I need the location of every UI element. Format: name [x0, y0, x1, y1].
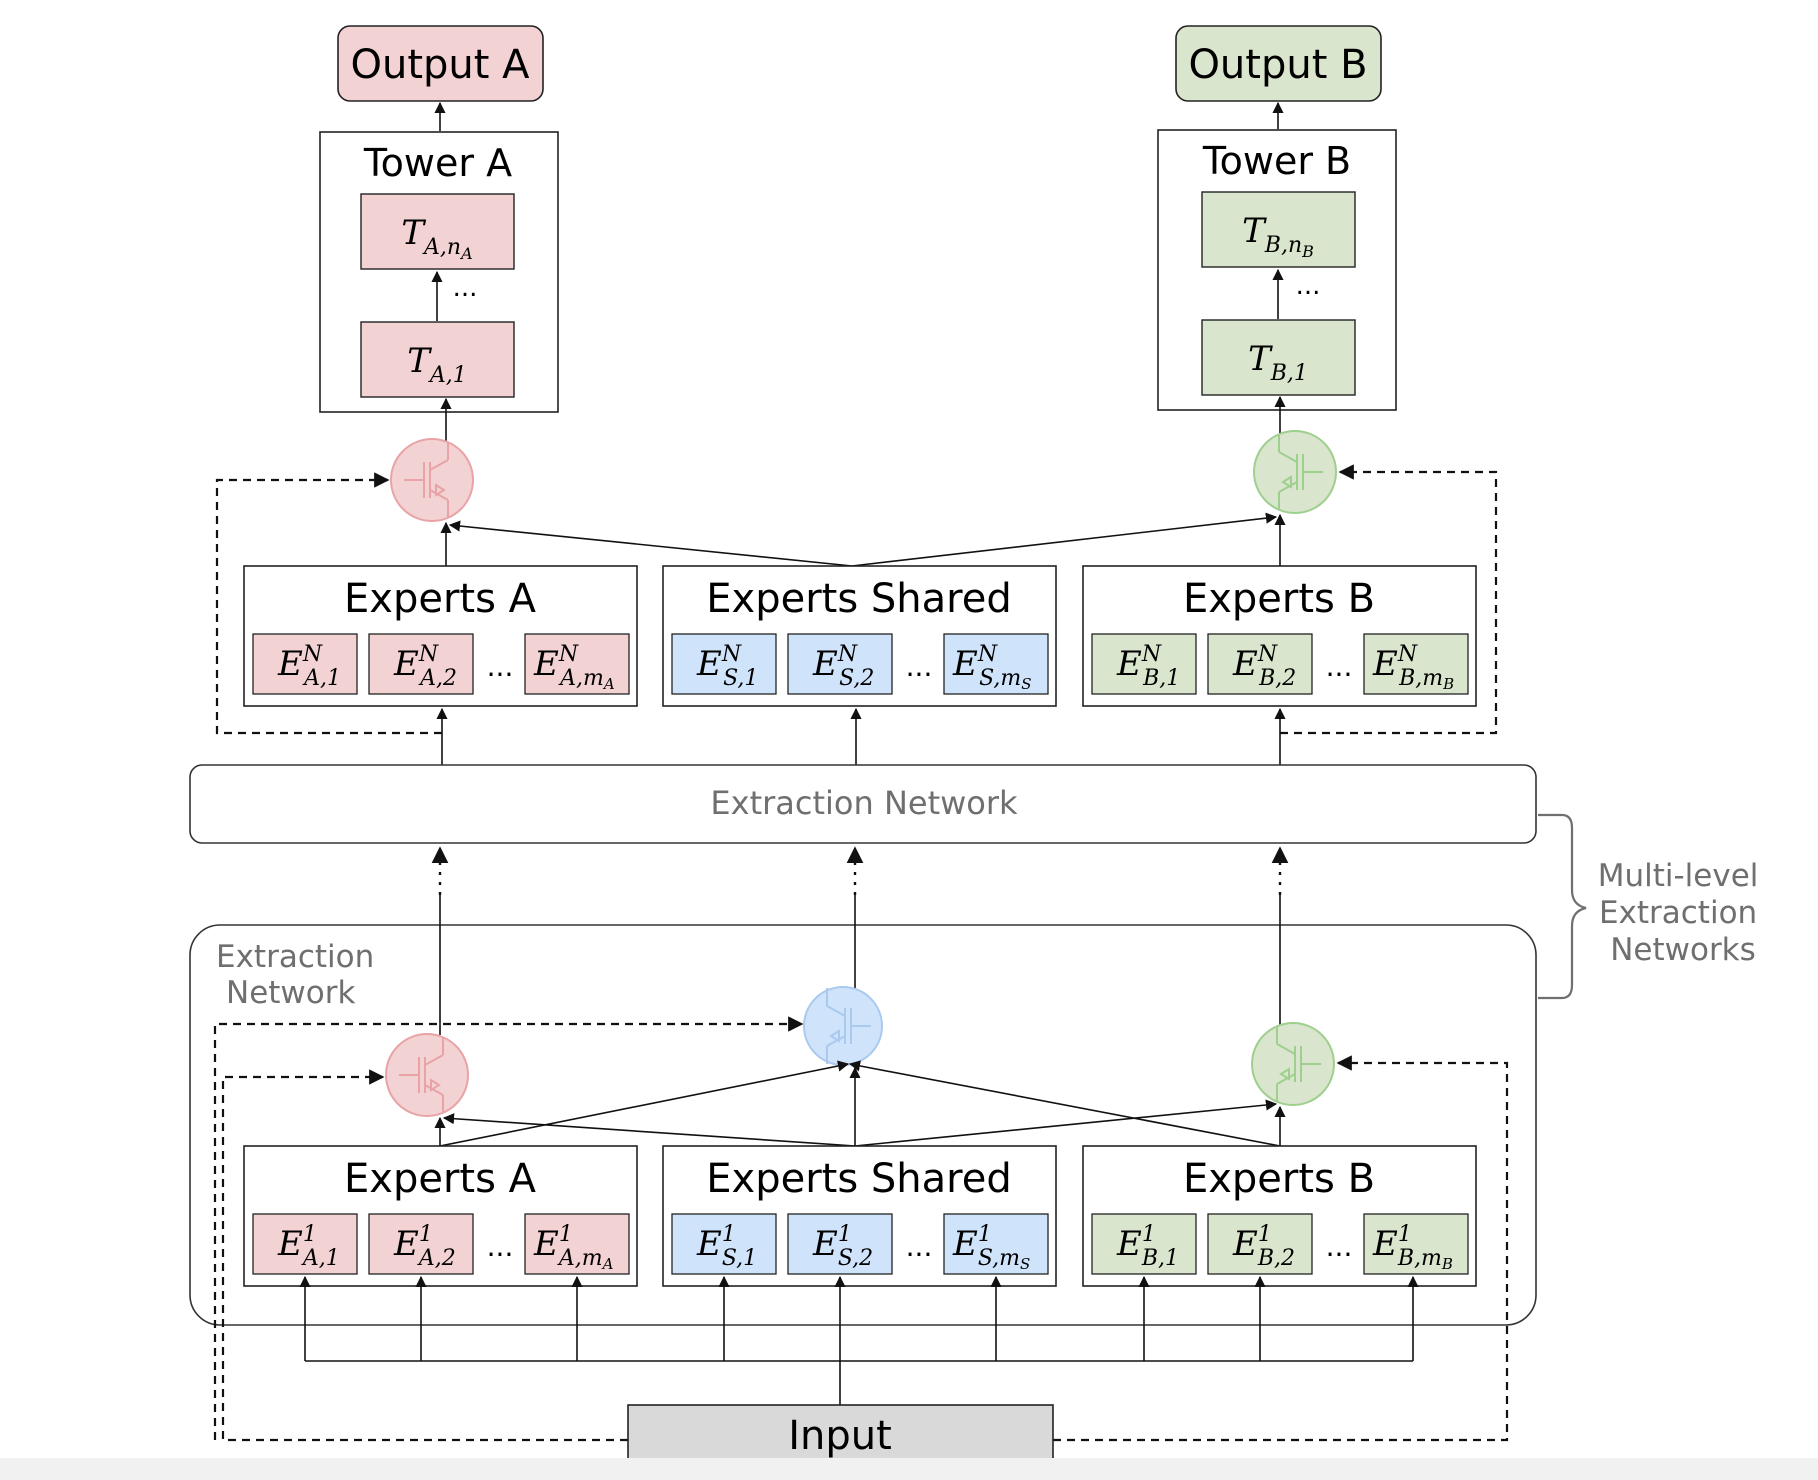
multi-level-label: Multi-level Extraction Networks — [1598, 858, 1769, 968]
experts-shared-level-n-title: Experts Shared — [706, 576, 1011, 622]
gate-b-level-1-icon — [1251, 1022, 1335, 1106]
gate-b-top-icon — [1253, 430, 1337, 514]
experts-a-level-n-title: Experts A — [344, 576, 537, 622]
tower-b: Tower B TB,nB ... TB,1 — [1157, 129, 1397, 411]
experts-a-level-1-dots: ... — [487, 1230, 514, 1263]
extraction-network-level-1: Extraction Network — [189, 924, 1537, 1326]
experts-shared-level-n-dots: ... — [906, 650, 933, 683]
experts-shared-level-1-title: Experts Shared — [706, 1156, 1011, 1202]
output-a: Output A — [337, 25, 544, 102]
tower-a-layer-top-label: TA,nA — [401, 213, 472, 263]
experts-b-level-1-dots: ... — [1326, 1230, 1353, 1263]
experts-b-level-n-dots: ... — [1326, 650, 1353, 683]
tower-b-title: Tower B — [1202, 139, 1351, 183]
tower-a-layer-bottom-label: TA,1 — [407, 341, 467, 388]
tower-b-dots: ... — [1296, 271, 1321, 301]
output-b-label: Output B — [1188, 42, 1367, 88]
gate-a-top-icon — [390, 438, 474, 522]
input-fanout — [299, 1275, 1419, 1405]
experts-b-level-n-title: Experts B — [1183, 576, 1375, 622]
bottom-edge-strip — [0, 1458, 1818, 1480]
extraction-network-top-label: Extraction Network — [710, 784, 1018, 822]
multi-level-brace — [1538, 813, 1587, 1000]
extraction-network-inner-label: Extraction Network — [216, 939, 384, 1011]
input-label: Input — [788, 1413, 892, 1459]
tower-a-title: Tower A — [363, 141, 512, 185]
tower-b-layer-bottom — [1201, 319, 1356, 396]
output-b: Output B — [1175, 25, 1382, 102]
gate-shared-level-1-icon — [803, 986, 883, 1066]
output-a-label: Output A — [350, 42, 530, 88]
dashed-path-a-level-1-inner — [221, 1069, 628, 1442]
experts-b-level-1-title: Experts B — [1183, 1156, 1375, 1202]
dashed-path-b-level-1 — [1053, 1055, 1509, 1442]
tower-a: Tower A TA,nA ... TA,1 — [319, 131, 559, 413]
experts-a-level-1-title: Experts A — [344, 1156, 537, 1202]
input-box: Input — [627, 1404, 1054, 1466]
experts-a-level-n-dots: ... — [487, 650, 514, 683]
tower-b-layer-bottom-label: TB,1 — [1248, 339, 1308, 386]
tower-a-layer-top — [360, 193, 515, 270]
extraction-network-top: Extraction Network — [189, 764, 1537, 844]
dashed-path-a-top — [215, 472, 442, 735]
tower-a-layer-bottom — [360, 321, 515, 398]
tower-b-layer-top-label: TB,nB — [1242, 211, 1314, 261]
experts-shared-level-1-dots: ... — [906, 1230, 933, 1263]
gate-a-level-1-icon — [385, 1033, 469, 1117]
tower-a-dots: ... — [453, 273, 478, 303]
tower-b-layer-top — [1201, 191, 1356, 268]
